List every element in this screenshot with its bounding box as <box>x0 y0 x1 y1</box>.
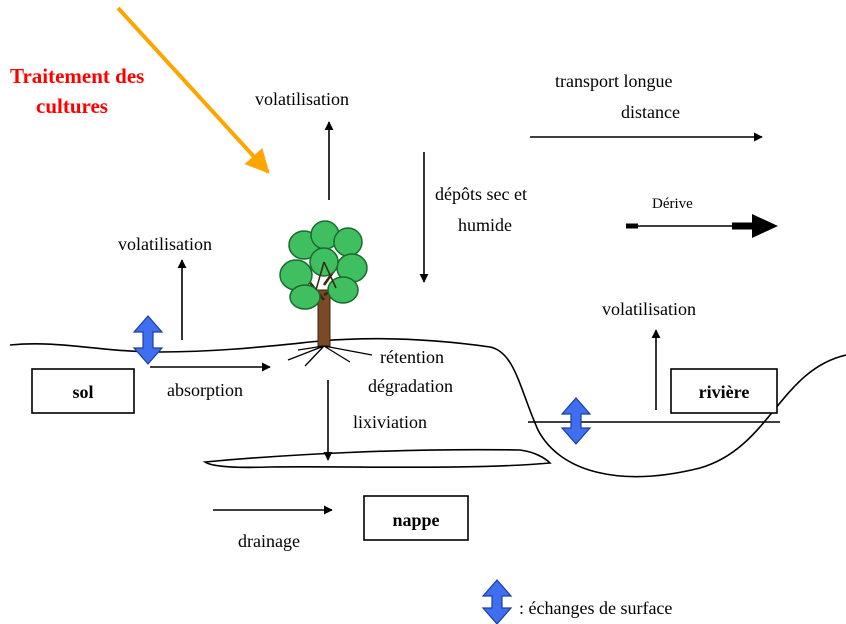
soil-box-label: sol <box>72 382 93 402</box>
label-retention: rétention <box>380 347 444 367</box>
groundwater-lens <box>202 448 552 469</box>
groundwater-box-label: nappe <box>392 510 439 530</box>
label-leaching: lixiviation <box>353 412 427 432</box>
label-transport-line2: distance <box>621 102 680 122</box>
application-arrow <box>116 6 270 174</box>
label-drift: Dérive <box>652 196 693 212</box>
double-arrow-icon <box>481 579 513 624</box>
label-absorption: absorption <box>167 380 243 400</box>
ground-surface-line <box>9 337 846 478</box>
groundwater-box: nappe <box>363 495 469 541</box>
legend: : échanges de surface <box>481 579 672 624</box>
double-arrow-icon <box>132 315 164 365</box>
label-degradation: dégradation <box>368 376 453 396</box>
label-deposits-line1: dépôts sec et <box>435 184 527 204</box>
label-deposits-line2: humide <box>458 215 512 235</box>
soil-box: sol <box>31 368 135 414</box>
title-line1: Traitement des <box>10 64 144 88</box>
river-box-label: rivière <box>699 382 750 402</box>
label-drainage: drainage <box>238 531 300 551</box>
river-box: rivière <box>670 368 778 414</box>
label-volatilisation-soil: volatilisation <box>118 234 212 254</box>
tree-icon <box>279 220 373 367</box>
legend-text: : échanges de surface <box>519 598 672 618</box>
double-arrow-icon <box>560 397 592 445</box>
title-line2: cultures <box>36 94 108 118</box>
label-volatilisation-tree: volatilisation <box>255 89 349 109</box>
arrow-drift <box>626 214 778 238</box>
label-transport-line1: transport longue <box>555 71 672 91</box>
label-volatilisation-river: volatilisation <box>602 299 696 319</box>
